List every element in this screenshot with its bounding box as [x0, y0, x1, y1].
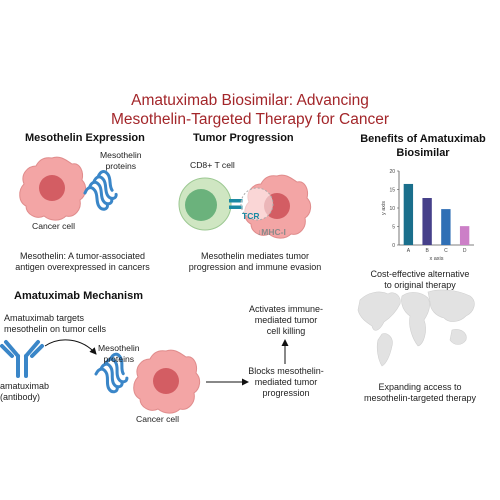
mesothelin-protein-illustration-1 — [79, 168, 125, 215]
targets-line-2: mesothelin on tumor cells — [4, 324, 107, 334]
y-tick-label-2: 10 — [389, 206, 395, 212]
benefits-caption-1-line-2: to original therapy — [384, 280, 456, 290]
bar-A — [403, 183, 414, 245]
cancer-cell-label-3: Cancer cell — [136, 414, 179, 424]
section-heading-mesothelin-expression: Mesothelin Expression — [25, 132, 145, 144]
cancer-cell-illustration-1 — [19, 156, 87, 221]
activates-line-3: cell killing — [266, 326, 306, 336]
world-map-illustration — [357, 289, 475, 367]
x-tick-label-1: B — [425, 248, 429, 254]
cancer-cell-illustration-2 — [240, 174, 312, 239]
benefits-caption-2-line-2: mesothelin-targeted therapy — [363, 393, 477, 403]
blocks-line-2: mediated tumor — [254, 377, 318, 387]
mesothelin-proteins-label-1: Mesothelin proteins — [100, 150, 142, 171]
progression-caption-line-2: progression and immune evasion — [188, 262, 322, 272]
blocks-progression-text: Blocks mesothelin- mediated tumor progre… — [236, 366, 336, 399]
cost-effective-caption: Cost-effective alternative to original t… — [355, 269, 485, 291]
antibody-label: amatuximab (antibody) — [0, 381, 49, 403]
tcr-receptor-icon — [229, 199, 243, 209]
t-cell-illustration — [178, 177, 232, 231]
y-tick-label-0: 0 — [392, 243, 395, 249]
benefits-heading-line-2: Biosimilar — [396, 147, 450, 159]
bar-C — [441, 209, 451, 245]
t-cell-label: CD8+ T cell — [190, 160, 235, 170]
section-heading-tumor-progression: Tumor Progression — [193, 132, 294, 144]
y-tick-label-1: 5 — [392, 224, 395, 230]
tumor-progression-caption: Mesothelin mediates tumor progression an… — [170, 251, 340, 273]
x-tick-label-3: D — [463, 248, 467, 254]
bar-D — [459, 226, 470, 245]
expanding-access-caption: Expanding access to mesothelin-targeted … — [350, 382, 490, 404]
cancer-cell-illustration-3 — [133, 349, 201, 414]
antibody-targets-text: Amatuximab targets mesothelin on tumor c… — [4, 313, 106, 335]
x-axis-label: x axis — [429, 256, 443, 262]
progression-caption-line-1: Mesothelin mediates tumor — [200, 251, 310, 261]
expression-caption-line-1: Mesothelin: A tumor-associated — [19, 251, 146, 261]
cancer-cell-label-1: Cancer cell — [32, 221, 75, 231]
benefits-caption-1-line-1: Cost-effective alternative — [370, 269, 470, 279]
activates-line-1: Activates immune- — [248, 304, 324, 314]
benefits-caption-2-line-1: Expanding access to — [378, 382, 462, 392]
blocks-line-3: progression — [262, 388, 310, 398]
y-tick-label-3: 15 — [389, 187, 395, 193]
y-axis-label: y axis — [381, 201, 387, 215]
mhc-label: ↓MHC-I — [257, 227, 286, 237]
page-title: Amatuximab Biosimilar: Advancing Mesothe… — [0, 91, 500, 129]
activates-line-2: mediated tumor — [254, 315, 318, 325]
title-line-2: Mesothelin-Targeted Therapy for Cancer — [111, 111, 389, 128]
antibody-icon — [0, 340, 44, 378]
expression-caption-line-2: antigen overexpressed in cancers — [15, 262, 150, 272]
antibody-label-line-2: (antibody) — [0, 392, 41, 402]
bar-B — [422, 198, 432, 245]
bar-chart: 0 5 10 15 20A B C Dx axis y axis — [381, 169, 474, 262]
section-heading-mechanism: Amatuximab Mechanism — [14, 290, 143, 302]
benefits-heading-line-1: Benefits of Amatuximab — [360, 133, 486, 145]
proteins-label-1-line-2: proteins — [105, 160, 137, 171]
blocks-line-1: Blocks mesothelin- — [248, 366, 324, 376]
antibody-label-line-1: amatuximab — [0, 381, 50, 391]
proteins-label-2-line-2: proteins — [103, 353, 135, 364]
tcr-label: TCR — [242, 211, 260, 221]
targets-line-1: Amatuximab targets — [4, 313, 85, 323]
activates-killing-text: Activates immune- mediated tumor cell ki… — [236, 304, 336, 337]
proteins-label-1-line-1: Mesothelin — [100, 150, 142, 160]
x-tick-label-0: A — [407, 248, 411, 254]
arrow-antibody-to-proteins — [44, 339, 97, 355]
mesothelin-proteins-label-2: Mesothelin proteins — [98, 343, 140, 364]
title-line-1: Amatuximab Biosimilar: Advancing — [131, 92, 369, 109]
x-tick-label-2: C — [444, 248, 448, 254]
proteins-label-2-line-1: Mesothelin — [98, 343, 140, 353]
mesothelin-expression-caption: Mesothelin: A tumor-associated antigen o… — [0, 251, 165, 273]
y-tick-label-4: 20 — [389, 169, 395, 175]
section-heading-benefits: Benefits of Amatuximab Biosimilar — [358, 132, 488, 160]
